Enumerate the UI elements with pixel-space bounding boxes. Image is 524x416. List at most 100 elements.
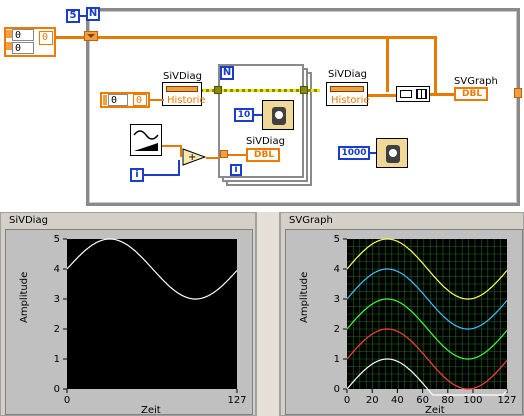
x-tick-label: 60 — [416, 395, 429, 406]
wire-to-dbl — [226, 154, 246, 156]
x-tick-label: 20 — [366, 395, 379, 406]
iteration-wire-v — [178, 160, 180, 176]
y-tick-label: 5 — [334, 234, 340, 245]
dbl-text: DBL — [254, 150, 275, 160]
x-tick-label: 127 — [227, 395, 246, 406]
tunnel-left-arrow — [87, 34, 95, 38]
sine-generator-node[interactable] — [130, 124, 162, 156]
wait-ms-node[interactable] — [262, 100, 294, 130]
history-label-left: Historie — [167, 95, 206, 106]
series-line-2 — [346, 298, 508, 360]
history-index-value[interactable]: 0 — [108, 94, 128, 106]
history-stepper[interactable] — [103, 95, 107, 105]
wait-1000-node[interactable] — [376, 138, 408, 168]
x-tick-label: 40 — [391, 395, 404, 406]
y-tick-label: 4 — [54, 264, 60, 275]
inner-iteration-terminal: i — [230, 164, 242, 176]
add-triangle-icon: + — [182, 148, 207, 166]
plot-area — [67, 239, 237, 389]
iteration-terminal: i — [130, 168, 144, 182]
y-tick-label: 0 — [334, 384, 340, 395]
main-array-wire — [56, 36, 400, 39]
history-wire — [200, 89, 320, 92]
sivdiag-x-axis-label: Zeit — [141, 405, 161, 416]
svgraph-dbl-indicator: DBL — [454, 87, 488, 101]
panel-splitter[interactable] — [256, 212, 280, 416]
history-index-wire — [150, 99, 164, 101]
add-output-wire — [206, 157, 220, 159]
y-tick-label: 3 — [334, 294, 340, 305]
tunnel-right — [514, 88, 522, 98]
svgraph-dbl-text: DBL — [462, 89, 483, 99]
build-to-svgraph-wire — [430, 93, 454, 96]
sivdiag-label: SiVDiag — [163, 71, 202, 82]
sivdiag-history-node[interactable] — [162, 82, 202, 106]
y-tick-label: 1 — [334, 354, 340, 365]
build-array-node[interactable] — [396, 86, 430, 102]
array-value-1[interactable]: 0 — [12, 29, 34, 41]
watch-face-2 — [389, 149, 397, 157]
array-value-2[interactable]: 0 — [12, 42, 34, 54]
sine-wire — [162, 145, 182, 147]
main-array-wire-down — [386, 36, 389, 92]
x-tick-label: 100 — [463, 395, 482, 406]
array-index-stepper[interactable] — [6, 30, 12, 38]
sivdiag-right-history-node[interactable] — [326, 82, 368, 106]
loop-count-constant[interactable]: 5 — [66, 9, 80, 23]
y-tick-label: 3 — [54, 294, 60, 305]
x-tick-label: 0 — [344, 395, 350, 406]
history-tunnel-left — [214, 86, 222, 94]
array-element-value[interactable]: 0 — [39, 31, 53, 45]
series-line-4 — [346, 238, 508, 300]
sivdiag-right-label: SiVDiag — [328, 69, 367, 80]
dbl-tunnel — [220, 150, 228, 158]
sivdiag-y-axis-label: Amplitude — [19, 271, 30, 323]
block-diagram: 5 N 0 0 0 N i SiVDiag Historie 0 0 10 Si… — [4, 7, 522, 206]
build-array-icon — [400, 90, 412, 98]
wire-wait-10 — [254, 114, 262, 116]
sine-wire-down — [180, 145, 182, 157]
svgraph-x-axis-label: Zeit — [425, 405, 445, 416]
wire-wait-1000 — [370, 152, 378, 154]
history-element-value[interactable]: 0 — [133, 94, 147, 106]
svg-text:+: + — [188, 152, 196, 163]
watch-face — [275, 111, 283, 119]
iteration-wire-h — [144, 174, 180, 176]
x-tick-label: 0 — [64, 395, 70, 406]
build-up-wire — [434, 36, 437, 94]
add-node[interactable]: + — [182, 148, 207, 166]
sivdiag-right-mini-chart-icon — [330, 86, 364, 92]
right-out-wire — [368, 94, 396, 97]
svgraph-y-axis-label: Amplitude — [299, 271, 310, 323]
series-line-3 — [346, 268, 508, 330]
build-array-grid-icon — [416, 89, 427, 99]
for-loop-count-terminal: N — [86, 7, 100, 21]
y-tick-label: 4 — [334, 264, 340, 275]
series-line-0 — [66, 238, 238, 300]
wait-10-constant[interactable]: 10 — [234, 108, 254, 122]
wire-count — [80, 15, 87, 17]
y-tick-label: 0 — [54, 384, 60, 395]
y-tick-label: 1 — [54, 354, 60, 365]
series-line-1 — [346, 328, 508, 390]
history-tunnel-right — [300, 86, 308, 94]
inner-loop-count-terminal: N — [220, 66, 234, 80]
svgraph-indicator-label: SVGraph — [454, 76, 498, 87]
y-tick-label: 2 — [334, 324, 340, 335]
top-to-build-wire — [386, 36, 436, 39]
sivdiag-indicator-label: SiVDiag — [246, 136, 285, 147]
sine-wave-icon — [133, 130, 159, 151]
sivdiag-dbl-indicator: DBL — [246, 148, 280, 162]
series-line-0 — [346, 358, 508, 396]
sivdiag-mini-chart-icon — [166, 86, 198, 92]
y-tick-label: 5 — [54, 234, 60, 245]
array-index-stepper-2[interactable] — [6, 42, 12, 50]
wait-1000-constant[interactable]: 1000 — [338, 146, 370, 160]
x-tick-label: 127 — [497, 395, 516, 406]
x-tick-label: 80 — [441, 395, 454, 406]
svgraph-chart-title: SVGraph — [289, 215, 333, 226]
